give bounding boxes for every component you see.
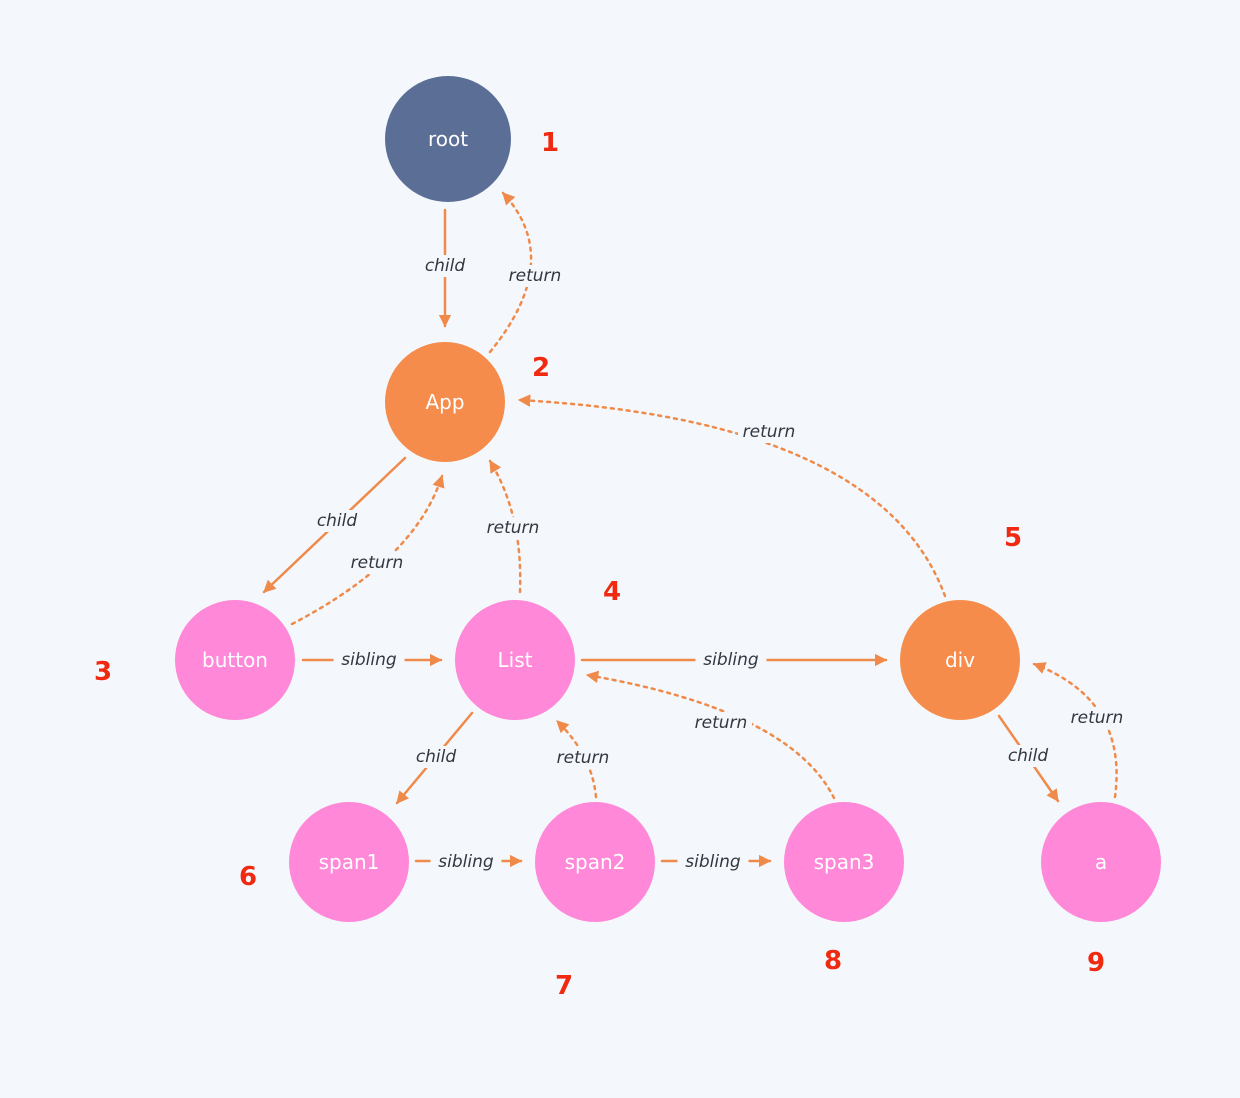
node-circle	[455, 600, 575, 720]
node-circle	[1041, 802, 1161, 922]
edge-label-background	[1001, 745, 1055, 767]
node-root: root	[385, 76, 511, 202]
node-label: a	[1095, 850, 1107, 874]
order-number-span3: 8	[824, 946, 842, 976]
node-circle	[385, 76, 511, 202]
node-circle	[535, 802, 655, 922]
node-label: span3	[814, 850, 875, 874]
order-number-div: 5	[1004, 523, 1022, 553]
edge-label-child: child	[1008, 746, 1049, 766]
node-app: App	[385, 342, 505, 462]
edge-label-background	[1066, 707, 1128, 729]
edge-span3-return-list	[585, 670, 836, 800]
edge-label-return: return	[743, 422, 796, 442]
edge-label-background	[690, 712, 752, 734]
edge-label-return: return	[487, 518, 540, 538]
edge-label-return: return	[695, 713, 748, 733]
edge-label-sibling: sibling	[685, 852, 741, 872]
edge-a-return-div	[1032, 662, 1118, 799]
edge-label-background	[333, 649, 405, 671]
edge-label-background	[552, 747, 614, 769]
edge-labels-layer: child return child return return return siblin…	[310, 255, 1128, 873]
order-number-button: 3	[94, 657, 112, 687]
edge-label-background	[738, 421, 800, 443]
edge-button-return-app	[290, 474, 445, 626]
node-button: button	[175, 600, 295, 720]
edge-div-return-app	[517, 394, 947, 598]
node-div: div	[900, 600, 1020, 720]
edge-label-sibling: sibling	[341, 650, 397, 670]
order-number-a: 9	[1087, 948, 1105, 978]
edge-label-background	[430, 851, 502, 873]
edge-label-background	[482, 517, 544, 539]
edge-label-child: child	[416, 747, 457, 767]
node-circle	[900, 600, 1020, 720]
order-labels-layer: 1 2 3 4 5 6 7 8 9	[94, 128, 1105, 1001]
order-number-list: 4	[603, 577, 621, 607]
edge-label-return: return	[509, 266, 562, 286]
edge-label-background	[504, 265, 566, 287]
node-label: App	[425, 390, 464, 414]
order-number-root: 1	[541, 128, 559, 158]
node-span1: span1	[289, 802, 409, 922]
node-label: root	[428, 127, 468, 151]
edge-label-sibling: sibling	[438, 852, 494, 872]
node-span3: span3	[784, 802, 904, 922]
node-circle	[289, 802, 409, 922]
node-a: a	[1041, 802, 1161, 922]
edge-label-return: return	[1071, 708, 1124, 728]
node-label: span1	[319, 850, 380, 874]
node-label: span2	[565, 850, 626, 874]
node-label: div	[945, 648, 975, 672]
node-circle	[385, 342, 505, 462]
edges-layer	[262, 191, 1118, 868]
edge-label-background	[310, 510, 364, 532]
edge-label-sibling: sibling	[703, 650, 759, 670]
order-number-app: 2	[532, 353, 550, 383]
node-circle	[784, 802, 904, 922]
order-number-span1: 6	[239, 862, 257, 892]
edge-label-return: return	[351, 553, 404, 573]
edge-label-background	[346, 552, 408, 574]
edge-label-background	[677, 851, 749, 873]
node-list: List	[455, 600, 575, 720]
edge-label-child: child	[425, 256, 466, 276]
node-circle	[175, 600, 295, 720]
edge-label-background	[409, 746, 463, 768]
edge-label-background	[695, 649, 767, 671]
edge-label-background	[418, 255, 472, 277]
edge-label-return: return	[557, 748, 610, 768]
node-label: button	[202, 648, 268, 672]
node-span2: span2	[535, 802, 655, 922]
node-label: List	[498, 648, 533, 672]
order-number-span2: 7	[555, 971, 573, 1001]
edge-label-child: child	[317, 511, 358, 531]
